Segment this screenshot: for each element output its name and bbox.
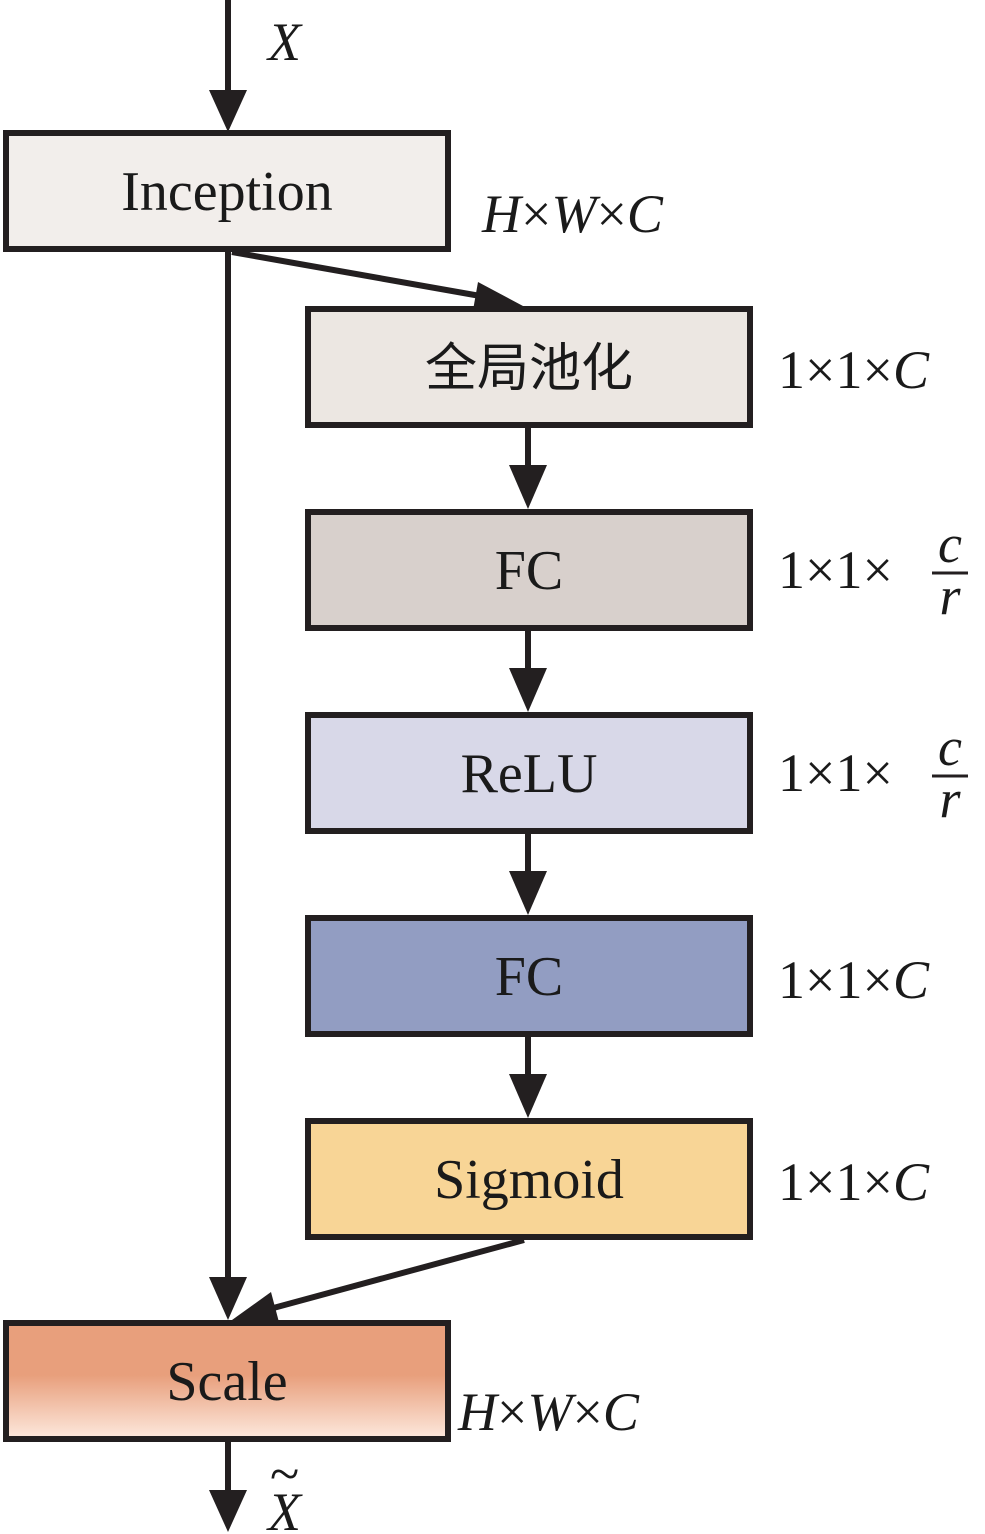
inception-label: Inception: [121, 161, 332, 223]
scale-label: Scale: [166, 1351, 287, 1413]
output-label-tilde: ~: [270, 1444, 299, 1504]
scale-block: Scale: [3, 1320, 451, 1442]
input-arrowhead: [209, 90, 247, 132]
sigmoid-label: Sigmoid: [434, 1149, 624, 1211]
fc2-label: FC: [495, 946, 564, 1008]
relu-dim: 1×1× c r: [778, 717, 968, 829]
fc1-box: [305, 509, 753, 631]
input-label: X: [266, 12, 303, 72]
relu-box: [305, 712, 753, 834]
skip-arrowhead: [209, 1277, 247, 1320]
relu-dim-prefix: 1×1×: [778, 743, 893, 803]
scale-dim: H×W×C: [457, 1382, 640, 1442]
global-pool-dim: 1×1×C: [778, 340, 930, 400]
connectors: [225, 0, 531, 1495]
inception-dim: H×W×C: [481, 184, 664, 244]
output-label: ~ X: [266, 1444, 303, 1534]
output-label-text: X: [266, 1482, 303, 1534]
global-pool-box: [305, 306, 753, 428]
relu-block: ReLU: [305, 712, 753, 834]
global-pool-block: 全局池化: [305, 306, 753, 428]
relu-label: ReLU: [461, 743, 598, 805]
sigmoid-dim: 1×1×C: [778, 1152, 930, 1212]
branch-arrow-line: [231, 249, 487, 300]
relu-to-fc2-arrowhead: [509, 871, 547, 915]
sigmoid-block: Sigmoid: [305, 1118, 753, 1240]
fc1-dim: 1×1× c r: [778, 514, 968, 626]
sigmoid-to-scale-arrowhead: [232, 1292, 280, 1326]
relu-dim-denominator: r: [939, 769, 961, 829]
fc1-dim-denominator: r: [939, 566, 961, 626]
fc1-to-relu-arrowhead: [509, 668, 547, 712]
sigmoid-box: [305, 1118, 753, 1240]
fc1-block: FC: [305, 509, 753, 631]
fc1-label: FC: [495, 540, 564, 602]
fc2-to-sigmoid-arrowhead: [509, 1074, 547, 1118]
fc2-block: FC: [305, 915, 753, 1037]
fc2-dim: 1×1×C: [778, 950, 930, 1010]
fc1-dim-prefix: 1×1×: [778, 540, 893, 600]
fc2-box: [305, 915, 753, 1037]
inception-block: Inception: [3, 130, 451, 252]
global-pool-label: 全局池化: [425, 339, 633, 399]
scale-box: [3, 1320, 451, 1442]
output-arrowhead: [209, 1490, 247, 1532]
pool-to-fc1-arrowhead: [509, 465, 547, 509]
fc1-dim-numerator: c: [938, 514, 962, 574]
sigmoid-to-scale-line: [265, 1237, 525, 1313]
relu-dim-numerator: c: [938, 717, 962, 777]
inception-box: [3, 130, 451, 252]
